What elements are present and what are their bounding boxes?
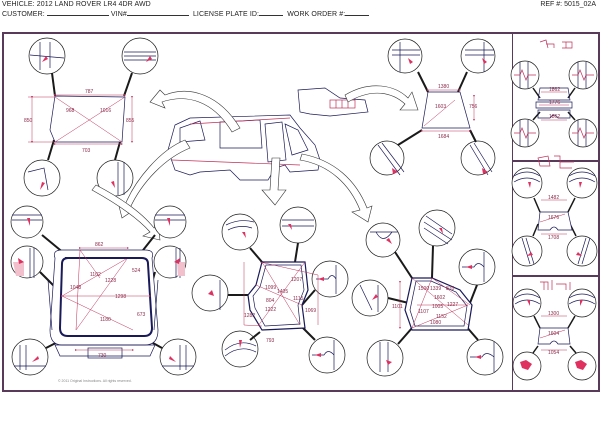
side-diagram-top: 1862 1776 1862: [510, 39, 598, 148]
license-field[interactable]: [259, 9, 284, 16]
dimension-label: 1228: [105, 278, 116, 284]
side-diagram-middle: 1482 1676 1708: [511, 155, 598, 267]
dimension-label: 1180: [100, 317, 111, 323]
dimension-label: 1603: [435, 104, 446, 110]
windshield-diagram: 787 703 850 855 968 1016: [23, 37, 159, 197]
ref-label: REF #:: [540, 1, 563, 8]
dimension-label: 1676: [548, 215, 559, 221]
dimension-label: 1684: [438, 134, 449, 140]
vehicle-body-illustration: [167, 87, 369, 181]
dimension-label: 1862: [549, 114, 560, 120]
vehicle-label: VEHICLE:: [2, 1, 35, 8]
customer-field[interactable]: [46, 9, 109, 16]
pointer-arrows: [91, 85, 419, 241]
dimension-label: 1107: [418, 309, 429, 315]
dimension-label: 1380: [438, 84, 449, 90]
quarter-window-diagram: 1380 1684 756 1603: [369, 38, 496, 176]
dimension-label: 1115: [293, 296, 304, 302]
dimension-label: 730: [98, 353, 107, 359]
dimension-label: 1099: [265, 285, 276, 291]
front-door-diagram: 1339 870 1500 1602 1005 1227 1101 1107 1…: [351, 209, 504, 377]
dimension-label: 862: [95, 242, 104, 248]
dimension-label: © 2011 Original Instructions. All rights…: [58, 379, 132, 383]
dimension-label: 1298: [115, 294, 126, 300]
license-label: LICENSE PLATE ID:: [192, 11, 260, 18]
vehicle-line: VEHICLE: 2012 LAND ROVER LR4 4DR AWD: [2, 1, 151, 8]
vehicle-value: 2012 LAND ROVER LR4 4DR AWD: [36, 1, 151, 8]
dimension-label: 793: [266, 338, 275, 344]
dimension-label: 1282: [244, 313, 255, 319]
dimension-label: 1604: [548, 331, 559, 337]
dimension-label: 1776: [549, 100, 560, 106]
side-diagram-bottom: 1300 1604 1054: [512, 280, 597, 381]
dimension-label: 1152: [436, 314, 447, 320]
dimension-label: 1405: [277, 289, 288, 295]
dimension-label: 1101: [392, 304, 403, 310]
customer-label: CUSTOMER:: [2, 11, 45, 18]
dimension-label: 1005: [432, 304, 443, 310]
dimension-label: 1708: [548, 235, 559, 241]
dimension-label: 1102: [90, 272, 101, 278]
vin-label: VIN#: [110, 11, 127, 18]
dimension-label: 1080: [430, 320, 441, 326]
dimension-label: 1339: [430, 286, 441, 292]
dimension-label: 1227: [447, 302, 458, 308]
dimension-label: 1054: [548, 350, 559, 356]
dimension-label: 1222: [265, 307, 276, 313]
dimension-label: 1016: [100, 108, 111, 114]
rear-door-diagram: 1207 1099 1405 1115 804 1222 1069 1282 7…: [191, 206, 349, 374]
dimension-label: 968: [66, 108, 75, 114]
dimension-label: 855: [126, 118, 135, 124]
dimension-label: 1048: [70, 285, 81, 291]
vin-field[interactable]: [126, 9, 189, 16]
dimension-label: 756: [469, 104, 478, 110]
side-divider: [512, 275, 598, 277]
dimension-label: 1862: [549, 87, 560, 93]
dimension-label: 1069: [305, 308, 316, 314]
dimension-label: 1207: [291, 277, 302, 283]
dimension-label: 787: [85, 89, 94, 95]
work-order-label: WORK ORDER #:: [287, 11, 346, 18]
dimension-label: 1482: [548, 195, 559, 201]
work-order-field[interactable]: [345, 9, 370, 16]
dimension-label: 870: [446, 286, 455, 292]
dimension-label: 804: [266, 298, 275, 304]
dimension-label: 673: [137, 312, 146, 318]
dimension-label: 703: [82, 148, 91, 154]
dimension-label: 850: [24, 118, 33, 124]
ref-value: 5015_02A: [564, 1, 596, 8]
dimension-label: 524: [132, 268, 141, 274]
dimension-label: 1300: [548, 311, 559, 317]
dimension-label: 1500: [418, 286, 429, 292]
side-divider: [512, 160, 598, 162]
reference-number: REF #: 5015_02A: [540, 1, 596, 8]
dimension-label: 1602: [434, 295, 445, 301]
liftgate-diagram: 862 1298 730 1102 1228 1180 1048 524 673…: [10, 205, 197, 383]
form-fields-line: CUSTOMER: VIN# LICENSE PLATE ID: WORK OR…: [2, 9, 370, 18]
